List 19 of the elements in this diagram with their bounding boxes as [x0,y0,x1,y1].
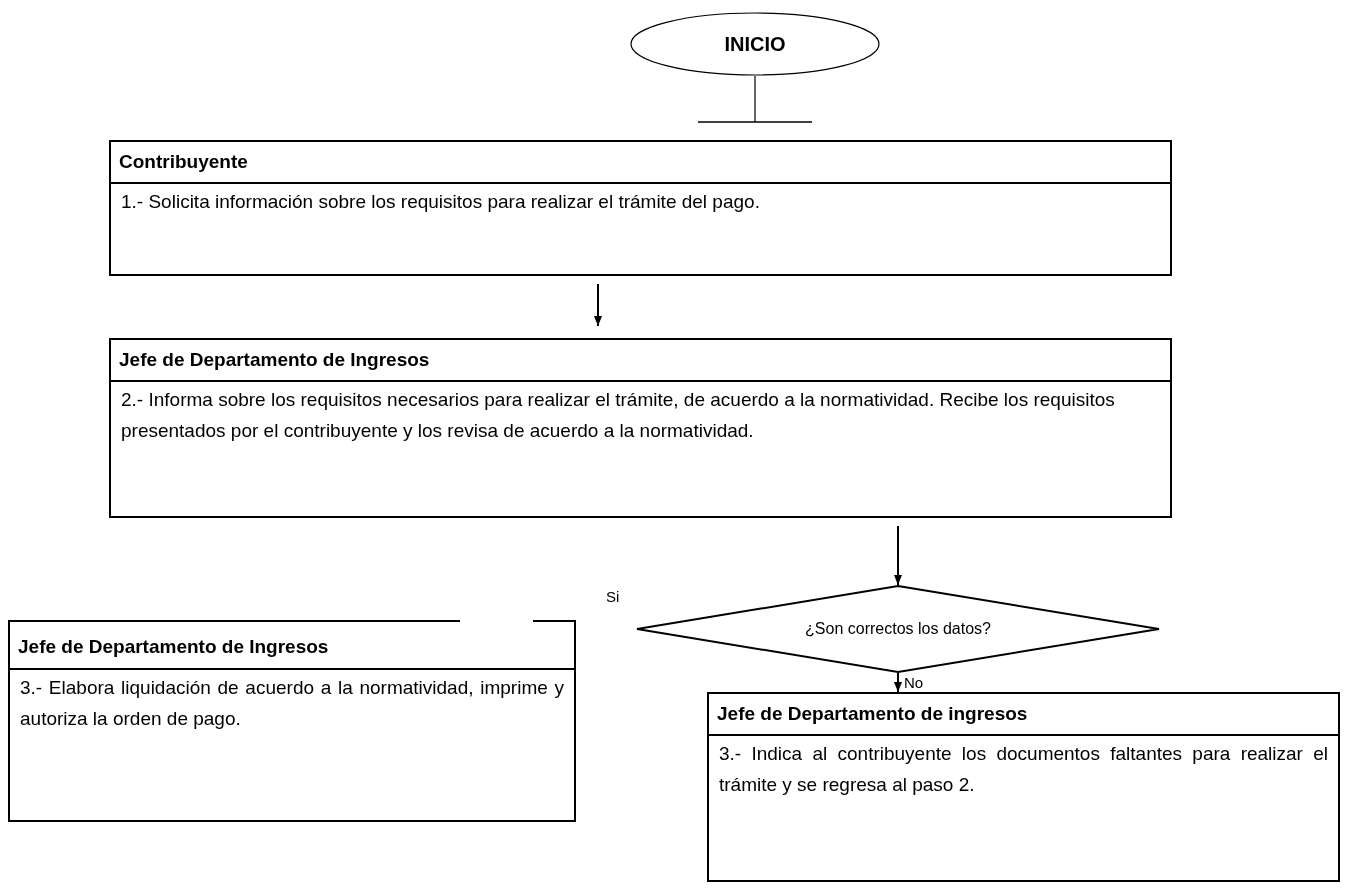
process-box [8,622,576,822]
arrow [594,283,602,327]
decision-text: ¿Son correctos los datos? [805,620,991,638]
process-box [707,692,1340,882]
arrow [894,672,902,693]
step-text: 2.- Informa sobre los requisitos necesarios para realizar el trámite, de acuerdo a la normatividad. Recibe los requisitos presentados por el contribuyente y los revisa de acuerdo a la normatividad. [120,388,1116,443]
step-text: 3.- Indica al contribuyente los documentos faltantes para realizar el trámite y se regresa al paso 2. [718,742,1329,797]
terminal-label: INICIO [724,32,786,56]
step-text: 3.- Elabora liquidación de acuerdo a la normatividad, imprime y autoriza la orden de pago. [10,668,574,738]
process-box [109,140,1172,276]
lane-heading: Jefe de Departamento de Ingresos [111,340,1170,382]
start-terminal [630,12,880,76]
decision-diamond [636,585,1160,673]
lane-heading: Jefe de Departamento de Ingresos [17,635,330,659]
process-box [109,338,1172,518]
step-text: 1.- Solicita información sobre los requisitos para realizar el trámite del pago. [120,190,761,214]
lane-heading: Contribuyente [111,142,1170,184]
lane-heading: Jefe de Departamento de ingresos [709,694,1338,736]
arrow [894,525,902,586]
